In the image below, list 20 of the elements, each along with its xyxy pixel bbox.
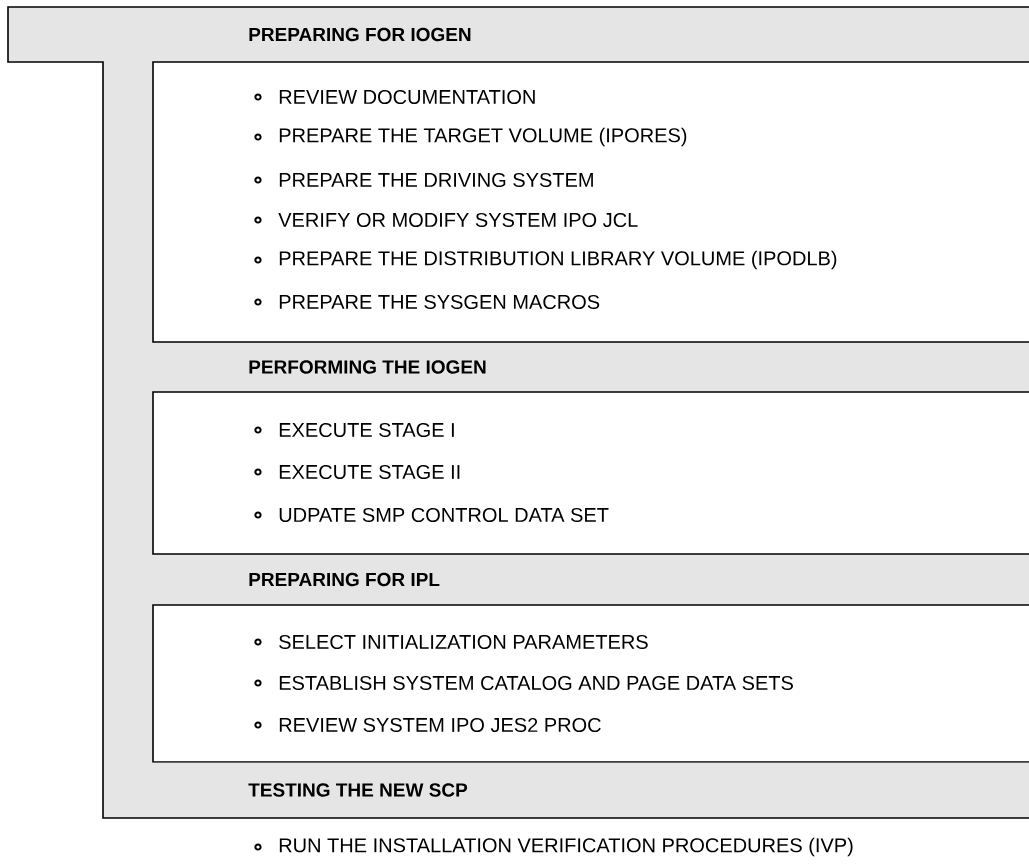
list-box (152, 61, 1029, 343)
section-heading: PERFORMING THE IOGEN (249, 360, 486, 374)
bullet-item: PREPARE THE DRIVING SYSTEM (254, 172, 593, 188)
bullet-item: SELECT INITIALIZATION PARAMETERS (254, 634, 648, 650)
list-box (152, 391, 1029, 555)
section-heading: PREPARING FOR IOGEN (249, 27, 471, 42)
bullet-item: EXECUTE STAGE II (254, 464, 460, 480)
section-heading: PREPARING FOR IPL (249, 572, 440, 587)
bullet-item: UDPATE SMP CONTROL DATA SET (254, 507, 609, 523)
bullet-item: RUN THE INSTALLATION VERIFICATION PROCEDURES (IVP) (254, 837, 853, 857)
bullet-item: PREPARE THE DISTRIBUTION LIBRARY VOLUME (IPODLB) (254, 250, 837, 270)
bullet-item: ESTABLISH SYSTEM CATALOG AND PAGE DATA SETS (254, 675, 793, 691)
bullet-item: VERIFY OR MODIFY SYSTEM IPO JCL (254, 212, 638, 228)
bullet-item: PREPARE THE SYSGEN MACROS (254, 294, 600, 310)
section-heading: TESTING THE NEW SCP (248, 783, 468, 797)
list-box (152, 604, 1029, 763)
bullet-item: REVIEW DOCUMENTATION (254, 89, 535, 105)
bullet-item: PREPARE THE TARGET VOLUME (IPORES) (254, 127, 687, 147)
bullet-item: EXECUTE STAGE I (254, 422, 454, 438)
bullet-item: REVIEW SYSTEM IPO JES2 PROC (254, 717, 601, 733)
